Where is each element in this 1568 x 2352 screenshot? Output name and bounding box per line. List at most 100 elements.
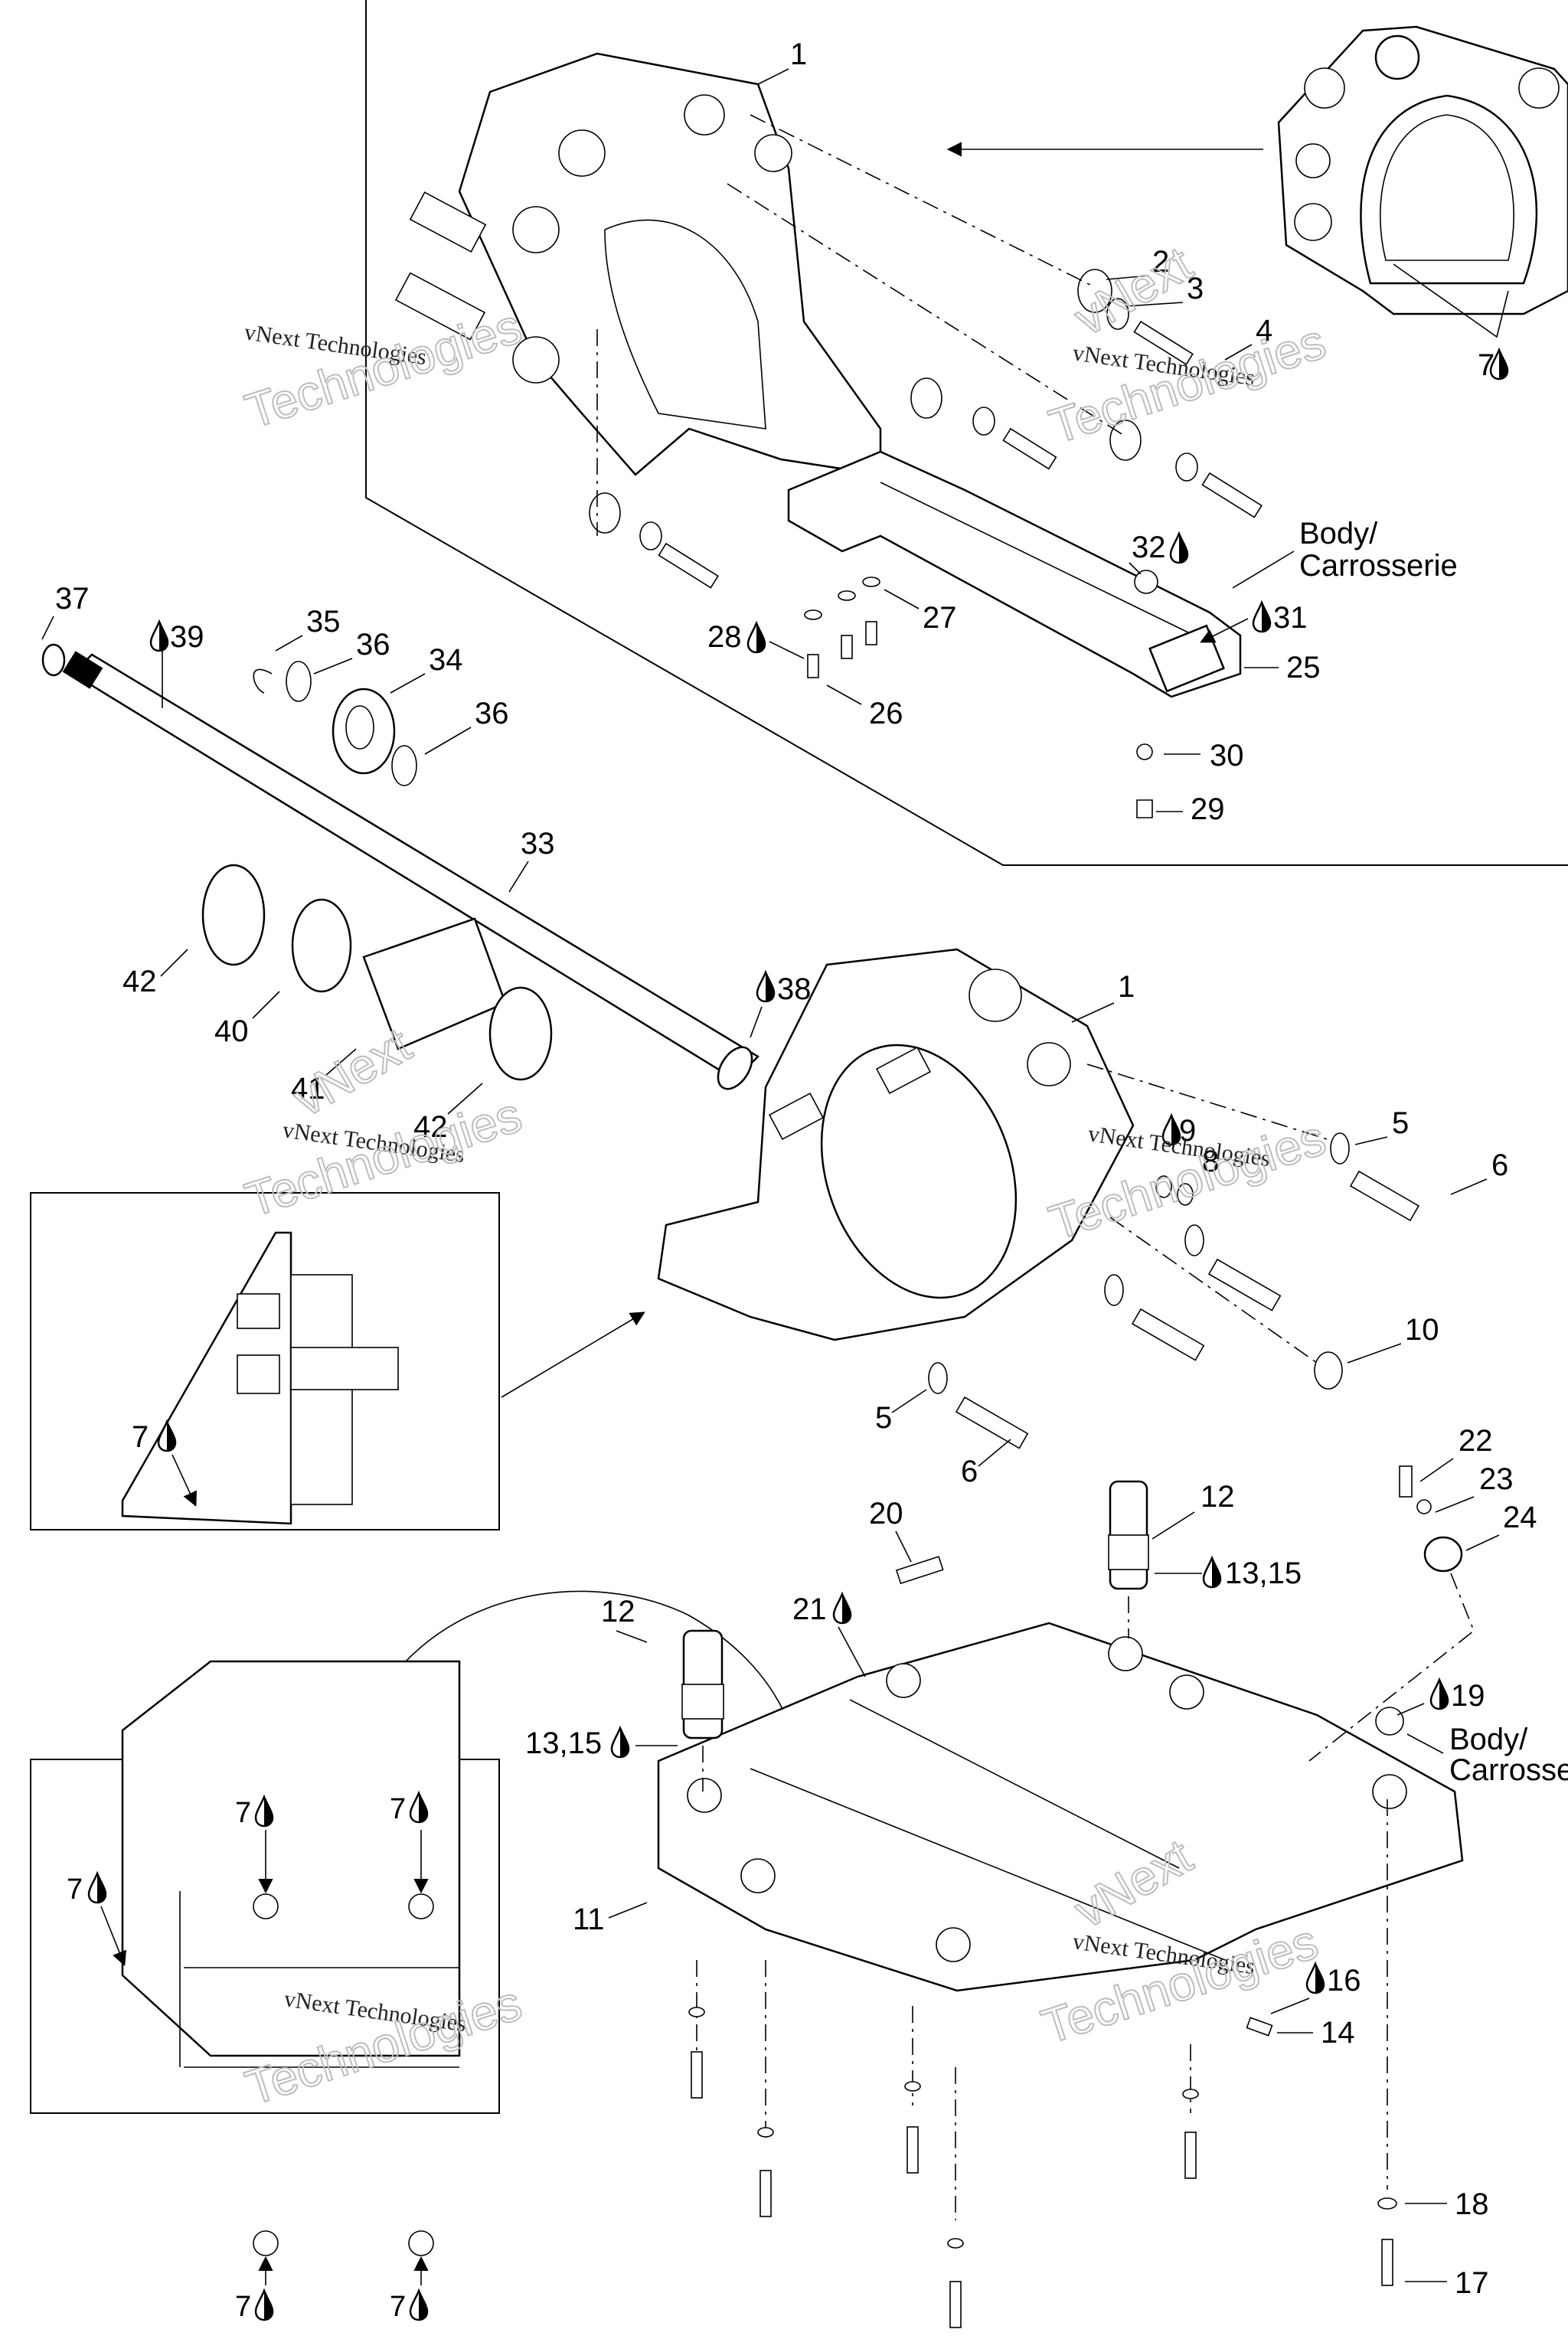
callout-19: 19 [1451,1679,1485,1713]
screw-set-26-27 [804,577,880,678]
fitting-12-right [1108,1480,1149,1590]
callout-10: 10 [1405,1313,1439,1347]
pump-support-mid [657,948,1135,1341]
callout-32: 32 [1132,531,1166,564]
callout-1-mid: 1 [1118,970,1135,1004]
callout-35: 35 [306,605,341,639]
inset-side-view [30,1192,500,1530]
clamp-42b [488,986,553,1081]
callout-7-inset1: 7 [132,1420,149,1454]
ring-40 [291,898,352,993]
screw-29 [1136,799,1153,818]
callout-2: 2 [1152,245,1169,279]
drive-shaft [62,651,760,1090]
callout-7-inset2-e: 7 [390,2291,406,2323]
ride-plate-bolts [688,1799,1397,2328]
callout-11: 11 [573,1903,605,1936]
fluid-drop-icon [1429,1678,1449,1710]
callout-42b: 42 [413,1110,448,1144]
fluid-drop-icon [1169,532,1189,564]
callout-7-inset2-b: 7 [235,1797,251,1829]
callout-4: 4 [1256,314,1272,348]
callout-40: 40 [214,1014,249,1048]
o-ring-36a [286,661,312,702]
fluid-drop-icon [87,1872,107,1904]
key-20 [895,1556,944,1585]
callout-13-15b: 13,15 [525,1726,602,1760]
svg-text:Technologies: Technologies [239,1086,528,1227]
callout-39: 39 [170,620,204,654]
callout-8: 8 [1202,1145,1219,1178]
callout-18: 18 [1455,2187,1489,2221]
callout-31: 31 [1273,601,1308,635]
callout-41: 41 [291,1072,325,1106]
inset-2-curved-arrow [351,1590,791,1758]
callout-7-inset2-a: 7 [67,1873,83,1906]
inset-bottom-view-part [121,1660,461,2256]
callout-29: 29 [1191,792,1225,826]
fluid-drop-icon [1202,1557,1222,1589]
pump-support-top [394,52,882,476]
pump-support-rear-view [1277,25,1568,315]
inset-side-view-part [121,1231,399,1525]
callout-26: 26 [869,697,903,730]
washer-30 [1136,743,1153,760]
fluid-drop-icon [756,971,776,1003]
support-arm [787,450,1242,698]
callout-12b: 12 [601,1595,635,1628]
fluid-drop-icon [1252,601,1272,633]
ride-plate [657,1622,1464,1992]
fluid-drop-icon [610,1726,630,1759]
fluid-drop-icon [149,620,169,652]
fitting-12-left [681,1629,724,1740]
callout-22: 22 [1459,1424,1493,1458]
fluid-drop-icon [409,2289,429,2321]
callout-1-top: 1 [790,38,807,71]
callout-20: 20 [869,1497,903,1530]
callout-34: 34 [429,643,463,677]
callout-12a: 12 [1200,1480,1235,1514]
body-note-bottom-line1: Body/ [1449,1723,1528,1756]
callout-5b: 5 [875,1401,892,1435]
callout-6b: 6 [961,1455,978,1488]
body-note-top-line1: Body/ [1299,517,1378,550]
callout-14: 14 [1321,2016,1355,2050]
callout-42a: 42 [122,965,157,998]
callout-30: 30 [1210,739,1244,773]
callout-6a: 6 [1491,1148,1508,1182]
nut-19 [1375,1707,1404,1736]
callout-9: 9 [1179,1114,1196,1148]
svg-text:vNext: vNext [1065,236,1201,346]
callout-17: 17 [1455,2266,1489,2300]
callout-3: 3 [1187,272,1204,305]
callout-36b: 36 [475,697,509,730]
upper-frame-border [365,0,1568,866]
seal-37 [41,643,66,677]
callout-23: 23 [1479,1462,1514,1496]
washer-bolt-set-mid [928,1132,1420,1449]
callout-27: 27 [923,601,957,635]
callout-13-15a: 13,15 [1225,1557,1302,1590]
callout-21: 21 [792,1592,827,1626]
svg-text:vNext: vNext [284,1017,420,1127]
fluid-drop-icon [746,622,766,654]
circlip-35 [253,668,273,694]
clamp-42a [201,864,266,966]
body-note-bottom-line2: Carrosse [1449,1753,1568,1787]
callout-16: 16 [1327,1964,1361,1998]
callout-36a: 36 [356,628,390,662]
callout-5a: 5 [1392,1106,1409,1140]
fluid-drop-icon [832,1592,852,1625]
callout-37: 37 [55,582,90,616]
nut-32 [1134,570,1158,594]
inset-1-arrow [501,1312,645,1398]
callout-28: 28 [707,620,742,654]
callout-38: 38 [777,972,812,1006]
callout-7-inset2-c: 7 [390,1793,406,1825]
screw-14 [1246,2017,1273,2037]
callout-7-inset2-d: 7 [235,2291,251,2323]
washer-bolt-set-upper [589,269,1263,589]
fluid-drop-icon [254,2289,274,2321]
svg-text:Technologies: Technologies [239,298,528,439]
